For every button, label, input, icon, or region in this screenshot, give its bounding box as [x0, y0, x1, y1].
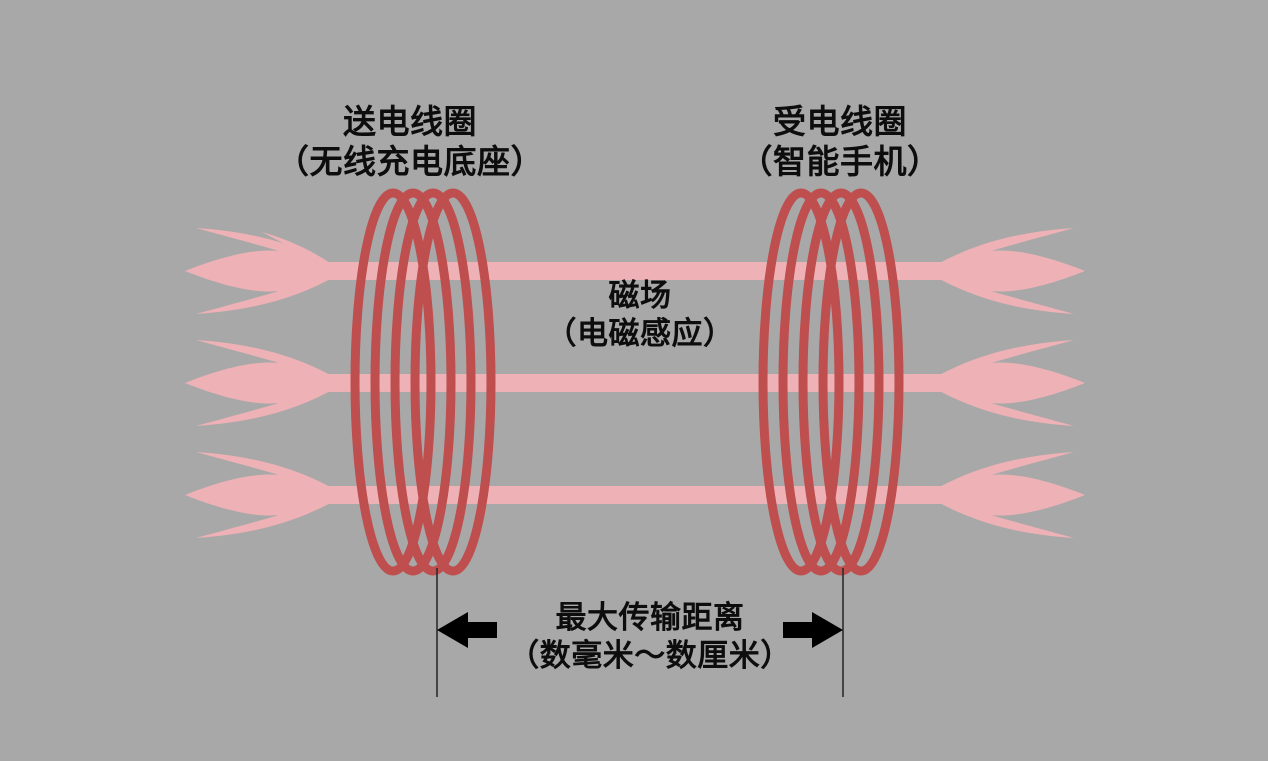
receive-coil	[758, 188, 904, 576]
coil-turn	[390, 188, 476, 576]
dimension-arrow-right-icon	[783, 612, 843, 648]
field-arrow-right-icon	[940, 474, 1085, 516]
receive-coil-label-line1: 受电线圈	[773, 102, 907, 141]
magnetic-field-label-line2: （电磁感应）	[545, 315, 735, 352]
max-distance-label-line1: 最大传输距离	[555, 600, 745, 636]
magnetic-field-group	[185, 228, 1085, 538]
max-distance-dimension	[436, 568, 844, 697]
transmit-coil-label-line2: （无线充电底座）	[276, 142, 544, 182]
magnetic-field-label-line1: 磁场	[608, 278, 672, 314]
receive-coil-label: 受电线圈 （智能手机）	[680, 102, 1000, 183]
field-line-band	[255, 486, 1015, 504]
field-arrow-right-icon	[940, 362, 1085, 404]
field-line-row-3	[185, 474, 1085, 516]
receive-coil-label-line2: （智能手机）	[739, 142, 941, 182]
coil-turn	[410, 188, 496, 576]
coil-turn	[798, 188, 884, 576]
field-line-row-2	[185, 362, 1085, 404]
coil-turn	[778, 188, 864, 576]
dimension-arrow-left-icon	[437, 612, 497, 648]
field-arrow-right-icon	[940, 250, 1085, 292]
coil-turn	[758, 188, 844, 576]
transmit-coil-label: 送电线圈 （无线充电底座）	[250, 102, 570, 183]
coil-turn	[370, 188, 456, 576]
field-arrow-left-icon	[185, 474, 330, 516]
transmit-coil	[350, 188, 496, 576]
transmit-coil-label-line1: 送电线圈	[343, 102, 477, 141]
coil-turn	[818, 188, 904, 576]
coil-turn	[350, 188, 436, 576]
max-distance-label-line2: （数毫米〜数厘米）	[508, 637, 792, 674]
magnetic-field-label: 磁场 （电磁感应）	[490, 278, 790, 354]
field-arrow-left-icon	[185, 250, 330, 292]
field-arrow-left-icon	[185, 362, 330, 404]
max-distance-label: 最大传输距离 （数毫米〜数厘米）	[470, 600, 830, 676]
